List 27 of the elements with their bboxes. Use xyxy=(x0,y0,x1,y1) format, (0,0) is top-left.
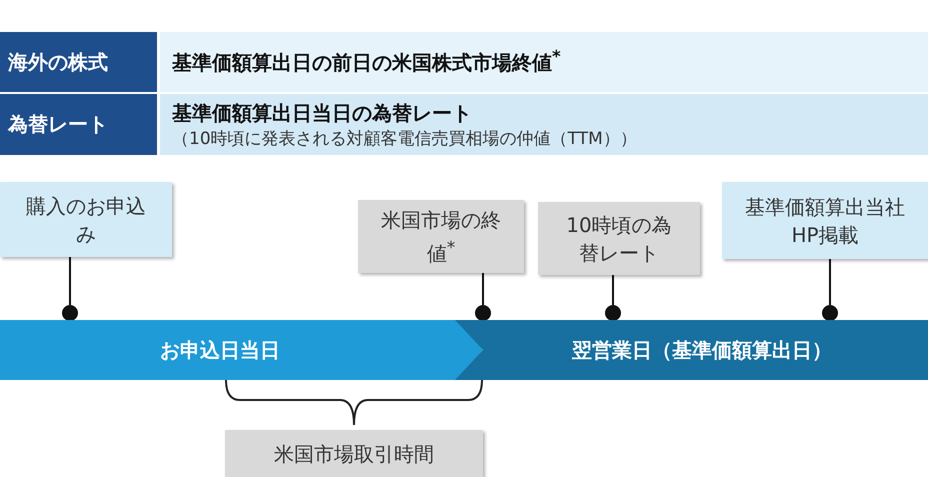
leader-line xyxy=(482,273,484,305)
leader-line xyxy=(829,259,831,305)
timeline-bar xyxy=(452,320,928,380)
bar-label: 翌営業日（基準価額算出日） xyxy=(571,337,833,364)
callout-text: 10時頃の為替レート xyxy=(565,212,673,266)
note-text: （10時頃に発表される対顧客電信売買相場の仲値（TTM）） xyxy=(172,128,638,150)
cell-text: 基準価額算出日の前日の米国株式市場終値$^{*}$ xyxy=(172,47,562,77)
callout-text: 購入のお申込み xyxy=(25,192,147,248)
timeline-dot xyxy=(62,305,78,321)
leader-line xyxy=(612,275,614,305)
row-header: 海外の株式 xyxy=(8,48,109,76)
row-header: 為替レート xyxy=(8,111,109,138)
timeline-bar xyxy=(0,320,483,380)
callout-text: 基準価額算出当社HP掲載 xyxy=(744,194,906,248)
timeline-dot xyxy=(475,305,491,321)
period-box xyxy=(225,430,483,477)
bar-label: お申込日当日 xyxy=(159,337,281,364)
callout-box xyxy=(0,182,172,257)
timeline-dot xyxy=(822,305,838,321)
callout-box xyxy=(358,200,524,273)
callout-text: 米国市場の終値$^{*}$ xyxy=(380,206,502,268)
timeline-dot xyxy=(605,305,621,321)
callout-box xyxy=(538,202,700,275)
leader-line xyxy=(69,257,71,305)
callout-box xyxy=(722,182,928,259)
cell-text: 基準価額算出日当日の為替レート xyxy=(172,100,473,126)
callout-text: 米国市場取引時間 xyxy=(274,440,434,468)
